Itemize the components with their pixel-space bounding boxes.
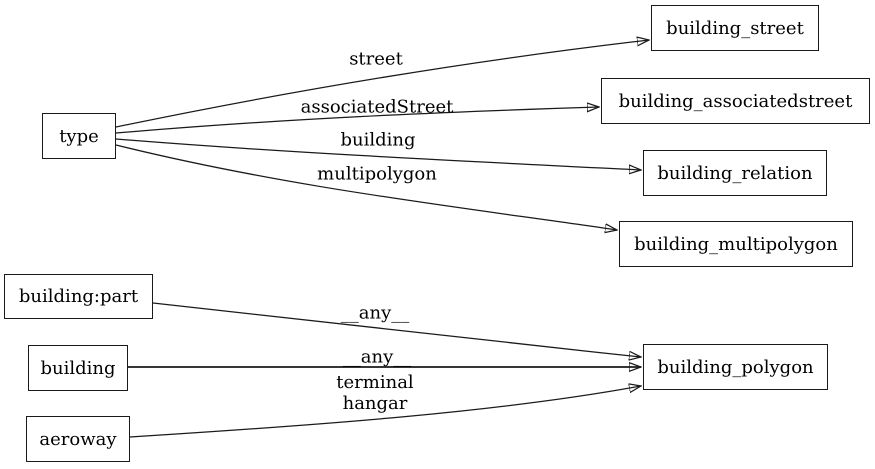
node-type: type: [42, 113, 116, 159]
node-building_multipolygon: building_multipolygon: [619, 221, 853, 267]
edge-type-building_multipolygon: [115, 144, 617, 230]
edge-label-associatedstreet: associatedStreet: [300, 96, 454, 118]
edge-label-multipolygon: multipolygon: [317, 163, 437, 185]
node-building_polygon: building_polygon: [643, 344, 828, 390]
edge-type-building_relation: [115, 138, 641, 170]
node-building_relation: building_relation: [643, 150, 827, 196]
node-aeroway: aeroway: [26, 416, 130, 462]
edge-type-building_associatedstreet: [115, 107, 599, 134]
edge-label-building: building: [340, 129, 416, 151]
node-building_part: building:part: [4, 274, 153, 319]
edge-label-any-building-part: __any__: [340, 302, 410, 324]
edge-label-terminal-hangar: terminal hangar: [336, 372, 414, 414]
edge-label-any-building: __any__: [342, 346, 412, 368]
edge-label-street: street: [349, 48, 403, 70]
edge-aeroway-building_polygon: [129, 386, 641, 438]
node-building: building: [28, 345, 128, 391]
edge-type-building_street: [115, 40, 649, 128]
node-building_associatedstreet: building_associatedstreet: [601, 78, 870, 124]
edge-building_part-building_polygon: [152, 302, 641, 357]
node-building_street: building_street: [651, 5, 819, 51]
